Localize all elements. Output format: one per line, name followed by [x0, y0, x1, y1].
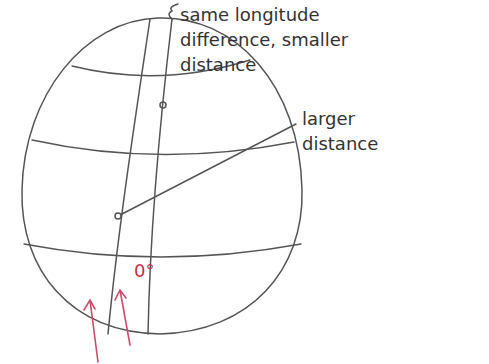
- leader-line: [122, 124, 296, 214]
- degree-label: 0°: [134, 258, 174, 283]
- annotation-text: larger distance: [302, 106, 397, 156]
- longitude-line: [108, 19, 150, 334]
- point-marker: [115, 213, 121, 219]
- red-arrow: [115, 290, 130, 345]
- brace: [169, 4, 178, 19]
- longitude-line: [148, 19, 172, 334]
- red-arrow: [84, 300, 98, 362]
- globe-outline: [22, 18, 302, 334]
- latitude-line: [24, 244, 301, 257]
- annotation-text: same longitude difference, smaller dista…: [180, 2, 365, 77]
- latitude-line: [32, 140, 294, 155]
- point-marker: [160, 102, 166, 108]
